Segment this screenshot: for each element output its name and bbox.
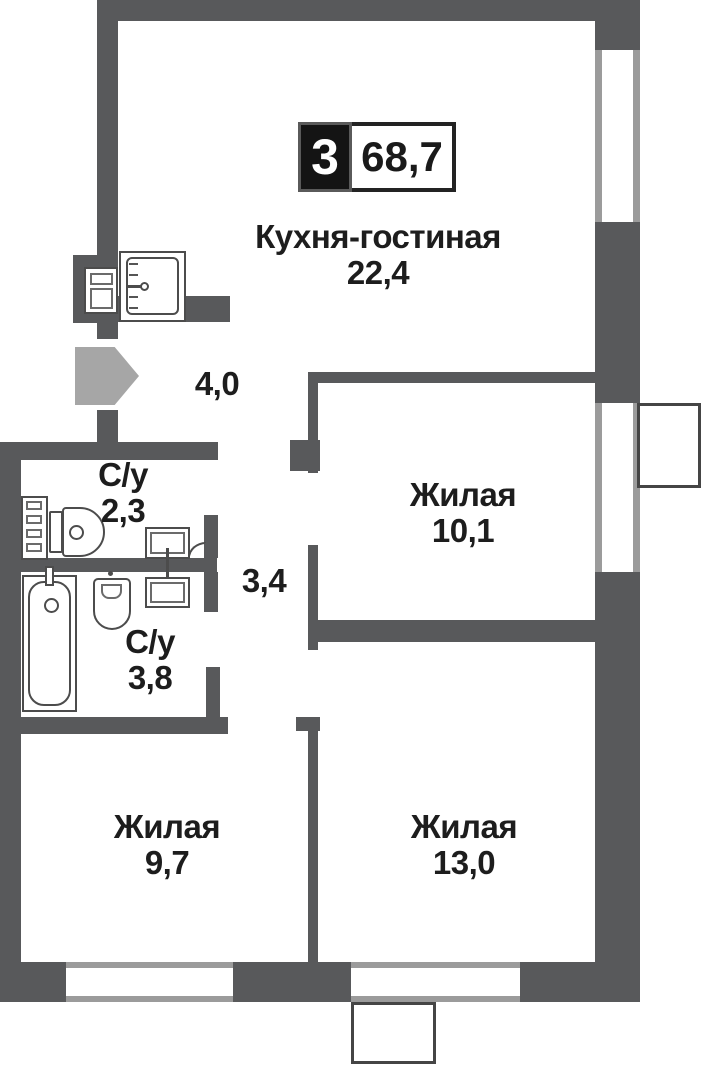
ventilation-shaft bbox=[84, 267, 118, 314]
room-label-living-1: Жилая 10,1 bbox=[357, 477, 569, 549]
toilet bbox=[62, 507, 105, 557]
window bbox=[351, 962, 520, 1002]
shaft-detail bbox=[90, 273, 113, 285]
room-label-bathroom-2: С/у 3,8 bbox=[98, 624, 202, 696]
balcony-outline bbox=[637, 403, 701, 488]
wall-segment bbox=[308, 717, 318, 962]
room-name: Кухня-гостиная bbox=[255, 218, 501, 255]
wall-segment bbox=[97, 323, 118, 339]
kitchen-sink bbox=[119, 251, 186, 322]
room-label-living-3: Жилая 13,0 bbox=[358, 809, 570, 881]
faucet-icon bbox=[126, 285, 143, 288]
room-label-living-2: Жилая 9,7 bbox=[61, 809, 273, 881]
wall-segment bbox=[308, 372, 318, 473]
room-area: 22,4 bbox=[346, 254, 410, 291]
wall-segment bbox=[233, 962, 351, 1002]
bathtub bbox=[22, 575, 77, 712]
basin-tap-icon bbox=[166, 548, 169, 571]
wall-segment bbox=[97, 410, 118, 442]
cabinet-drawer bbox=[26, 501, 42, 510]
window-frame-line bbox=[633, 50, 640, 222]
window bbox=[595, 403, 640, 572]
plan-badge: 3 68,7 bbox=[298, 122, 456, 192]
wall-segment bbox=[206, 667, 220, 717]
bathroom-cabinet bbox=[21, 496, 48, 560]
wall-segment bbox=[204, 515, 218, 558]
room-name: Жилая bbox=[410, 808, 518, 845]
room-name: С/у bbox=[125, 623, 175, 660]
room-area: 3,8 bbox=[127, 659, 173, 696]
shaft-detail bbox=[90, 288, 113, 309]
toilet-detail bbox=[101, 584, 122, 599]
window-frame-line bbox=[351, 996, 520, 1002]
room-name: Жилая bbox=[409, 476, 517, 513]
entrance-arrow-icon bbox=[75, 347, 139, 405]
window-frame-line bbox=[66, 996, 233, 1002]
window-frame-line bbox=[633, 403, 640, 572]
window-frame-line bbox=[595, 403, 602, 572]
cabinet-drawer bbox=[26, 529, 42, 538]
window-frame-line bbox=[66, 962, 233, 968]
cabinet-drawer bbox=[26, 515, 42, 524]
wall-segment bbox=[308, 620, 595, 642]
window bbox=[595, 50, 640, 222]
room-label-corridor: 3,4 bbox=[221, 563, 307, 599]
room-label-hallway: 4,0 bbox=[172, 366, 262, 402]
wall-segment bbox=[595, 0, 640, 50]
room-area: 2,3 bbox=[100, 492, 146, 529]
wall-segment bbox=[97, 0, 640, 21]
wall-hung-toilet bbox=[93, 578, 131, 630]
room-area: 3,4 bbox=[241, 562, 287, 599]
room-name: Жилая bbox=[113, 808, 221, 845]
window bbox=[66, 962, 233, 1002]
room-label-bathroom-1: С/у 2,3 bbox=[71, 457, 175, 529]
toilet-valve-icon bbox=[108, 571, 113, 576]
wall-segment bbox=[520, 962, 640, 1002]
room-area: 4,0 bbox=[194, 365, 240, 402]
wall-segment bbox=[595, 222, 640, 403]
cabinet-drawer bbox=[26, 543, 42, 552]
total-area-badge: 68,7 bbox=[352, 122, 456, 192]
bathtub-tap-icon bbox=[45, 566, 54, 586]
wall-segment bbox=[308, 545, 318, 650]
room-count-badge: 3 bbox=[298, 122, 352, 192]
bathtub-drain-icon bbox=[44, 598, 59, 613]
wall-segment bbox=[308, 372, 595, 383]
toilet-tank bbox=[49, 511, 63, 553]
wall-segment bbox=[595, 572, 640, 962]
window-frame-line bbox=[351, 962, 520, 968]
room-name: С/у bbox=[98, 456, 148, 493]
washbasin-bowl bbox=[150, 582, 185, 603]
basin-tap-icon bbox=[166, 560, 169, 586]
window-frame-line bbox=[595, 50, 602, 222]
room-label-kitchen: Кухня-гостиная 22,4 bbox=[228, 219, 528, 291]
door-swing-arc bbox=[188, 542, 206, 558]
room-area: 10,1 bbox=[431, 512, 495, 549]
wall-segment bbox=[97, 21, 118, 255]
wall-segment bbox=[204, 572, 218, 612]
faucet-knob-icon bbox=[140, 282, 149, 291]
wall-segment bbox=[0, 442, 218, 460]
room-area: 13,0 bbox=[432, 844, 496, 881]
toilet-detail bbox=[69, 525, 84, 540]
wall-segment bbox=[0, 717, 228, 734]
washbasin bbox=[145, 577, 190, 608]
balcony-outline bbox=[351, 1002, 436, 1064]
wall-segment bbox=[296, 717, 320, 731]
room-area: 9,7 bbox=[144, 844, 190, 881]
